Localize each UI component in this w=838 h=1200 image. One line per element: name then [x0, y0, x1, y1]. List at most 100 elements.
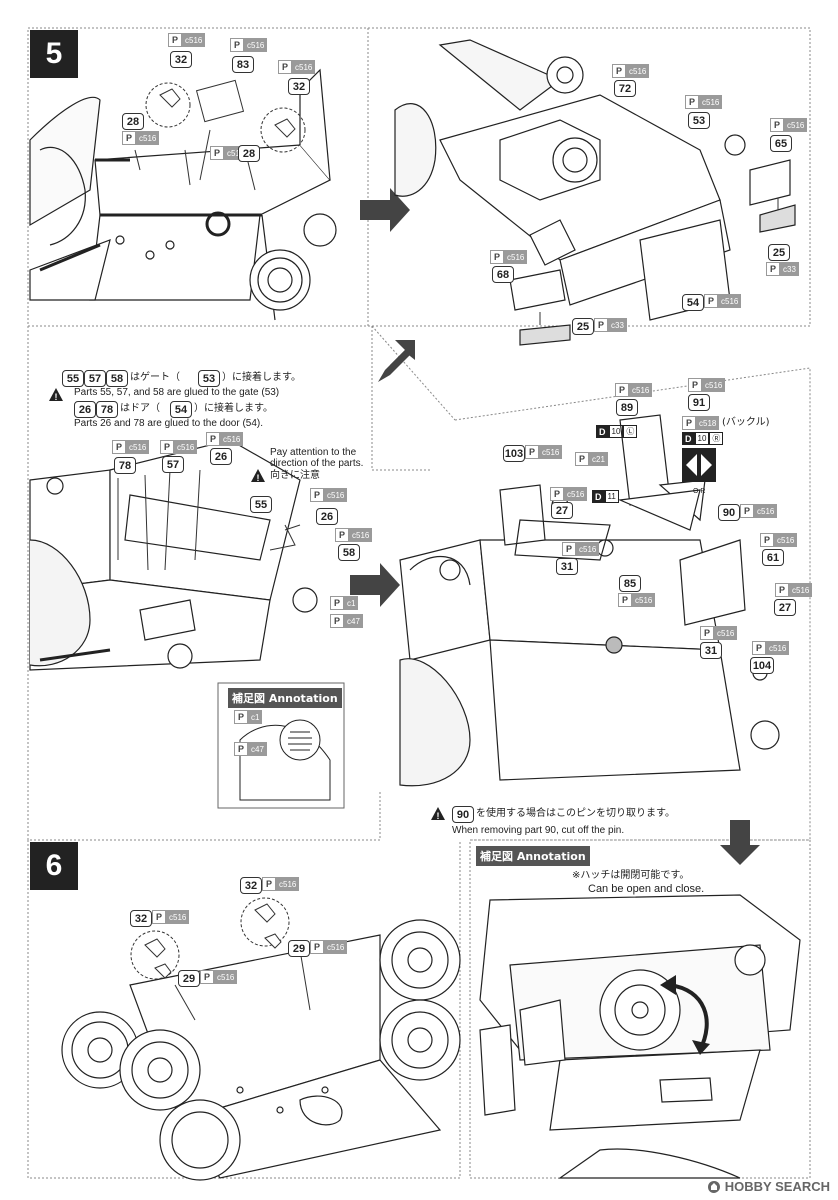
warning-icon: !	[251, 469, 265, 483]
part-number: 28	[122, 113, 144, 130]
attention-en-2: direction of the parts.	[270, 458, 364, 469]
svg-text:!: !	[437, 811, 440, 821]
warning-icon: !	[431, 807, 445, 821]
svg-text:!: !	[55, 392, 58, 402]
part-number: 89	[616, 399, 638, 416]
annotation-title: 補足図 Annotation	[476, 846, 590, 866]
part-number: 27	[774, 599, 796, 616]
remove-note-jp: を使用する場合はこのピンを切り取ります。	[476, 808, 675, 819]
part-number: 91	[688, 394, 710, 411]
part-number: 68	[492, 266, 514, 283]
part-number: 53	[688, 112, 710, 129]
part-number: 29	[178, 970, 200, 987]
part-number: 32	[130, 910, 152, 927]
step-5-badge: 5	[30, 30, 78, 78]
part-number: 25	[768, 244, 790, 261]
part-number: 58	[338, 544, 360, 561]
part-number: 25	[572, 318, 594, 335]
part-number: 55	[62, 370, 84, 387]
warning-icon: !	[49, 388, 63, 402]
part-number: 28	[238, 145, 260, 162]
part-number: 85	[619, 575, 641, 592]
glue-note-jp-2: はドア（	[120, 403, 160, 414]
or-label: O R	[693, 488, 706, 495]
part-number: 90	[452, 806, 474, 823]
part-number: 31	[556, 558, 578, 575]
part-number: 78	[96, 401, 118, 418]
part-number: 32	[288, 78, 310, 95]
part-number: 72	[614, 80, 636, 97]
watermark-text: HOBBY SEARCH	[724, 1179, 830, 1194]
part-number: 26	[316, 508, 338, 525]
part-number: 26	[74, 401, 96, 418]
part-number: 90	[718, 504, 740, 521]
step-6-badge: 6	[30, 842, 78, 890]
glue-note-jp-2b: ）に接着します。	[194, 403, 273, 414]
attention-en-1: Pay attention to the	[270, 447, 357, 458]
part-number: 55	[250, 496, 272, 513]
part-number: 61	[762, 549, 784, 566]
glue-note-en-2: Parts 26 and 78 are glued to the door (5…	[74, 418, 264, 429]
part-number: 32	[170, 51, 192, 68]
glue-note-jp-1: はゲート（	[130, 372, 180, 383]
glue-note-jp-1b: ）に接着します。	[222, 372, 301, 383]
part-number: 53	[198, 370, 220, 387]
part-number: 27	[551, 502, 573, 519]
part-number: 104	[750, 657, 774, 674]
part-number: 78	[114, 457, 136, 474]
part-number: 57	[84, 370, 106, 387]
svg-text:!: !	[257, 473, 260, 483]
annotation-title: 補足図 Annotation	[228, 688, 342, 708]
direction-icon	[682, 448, 716, 482]
part-number: 58	[106, 370, 128, 387]
watermark: HOBBY SEARCH	[707, 1179, 830, 1194]
attention-jp: 向きに注意	[270, 470, 320, 481]
part-number: 29	[288, 940, 310, 957]
part-number: 65	[770, 135, 792, 152]
hatch-note-en: Can be open and close.	[588, 883, 705, 895]
hobby-search-logo-icon	[707, 1180, 720, 1193]
part-number: 54	[170, 401, 192, 418]
part-number: 57	[162, 456, 184, 473]
part-number: 83	[232, 56, 254, 73]
part-number: 54	[682, 294, 704, 311]
glue-note-en-1: Parts 55, 57, and 58 are glued to the ga…	[74, 387, 280, 398]
part-number: 103	[503, 445, 525, 462]
buckle-label: (バックル)	[722, 417, 770, 428]
